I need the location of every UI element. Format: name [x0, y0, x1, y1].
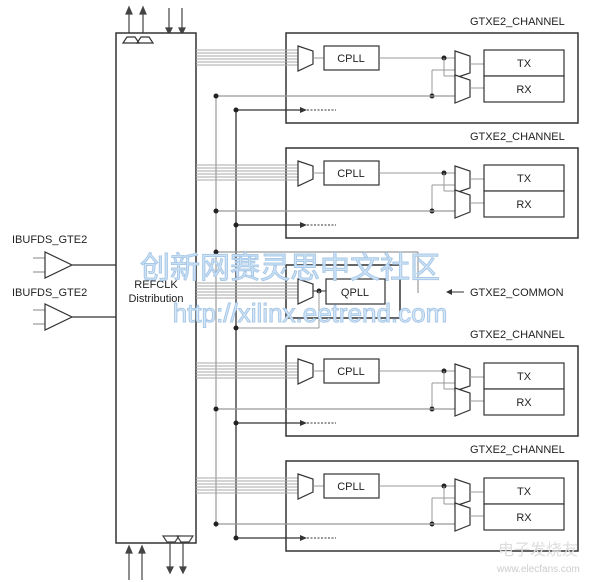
watermark-corner-url: www.elecfans.com — [496, 564, 580, 575]
channel-title: GTXE2_CHANNEL — [470, 329, 565, 341]
cpll-label: CPLL — [337, 53, 365, 65]
channel-title: GTXE2_CHANNEL — [470, 16, 565, 28]
rx-label: RX — [516, 199, 532, 211]
tx-label: TX — [517, 486, 532, 498]
qpll-label: QPLL — [341, 287, 369, 299]
cpll-label: CPLL — [337, 168, 365, 180]
top-outputs — [125, 5, 186, 36]
distribution-label-1: REFCLK — [134, 279, 178, 291]
gtxe2-channel-1: GTXE2_CHANNEL CPLL TX RX — [196, 16, 579, 124]
watermark-url: http://xilinx.eetrend.com — [173, 298, 448, 328]
tx-label: TX — [517, 58, 532, 70]
ibufds-buffer-1 — [33, 251, 116, 279]
gtxe2-channel-4: GTXE2_CHANNEL CPLL TX RX — [196, 444, 579, 552]
tx-label: TX — [517, 371, 532, 383]
cpll-label: CPLL — [337, 481, 365, 493]
rx-label: RX — [516, 397, 532, 409]
gtxe2-common: QPLL GTXE2_COMMON — [196, 249, 564, 331]
rx-label: RX — [516, 512, 532, 524]
cpll-label: CPLL — [337, 366, 365, 378]
refclk-distribution-block — [115, 32, 197, 544]
common-title: GTXE2_COMMON — [470, 287, 564, 299]
watermark-corner-cn: 电子发烧友 — [498, 540, 578, 559]
top-buffers — [121, 36, 155, 44]
ibufds-buffer-2 — [33, 303, 116, 331]
rx-label: RX — [516, 84, 532, 96]
gtxe2-channel-3: GTXE2_CHANNEL CPLL TX RX — [196, 329, 579, 437]
channel-title: GTXE2_CHANNEL — [470, 131, 565, 143]
tx-label: TX — [517, 173, 532, 185]
ibufds-label-1: IBUFDS_GTE2 — [12, 234, 87, 246]
channel-title: GTXE2_CHANNEL — [470, 444, 565, 456]
ibufds-label-2: IBUFDS_GTE2 — [12, 287, 87, 299]
distribution-label-2: Distribution — [128, 293, 183, 305]
watermark-cn: 创新网赛灵思中文社区 — [140, 251, 440, 286]
bottom-io — [125, 535, 195, 580]
gtxe2-channel-2: GTXE2_CHANNEL CPLL TX RX — [196, 131, 579, 239]
